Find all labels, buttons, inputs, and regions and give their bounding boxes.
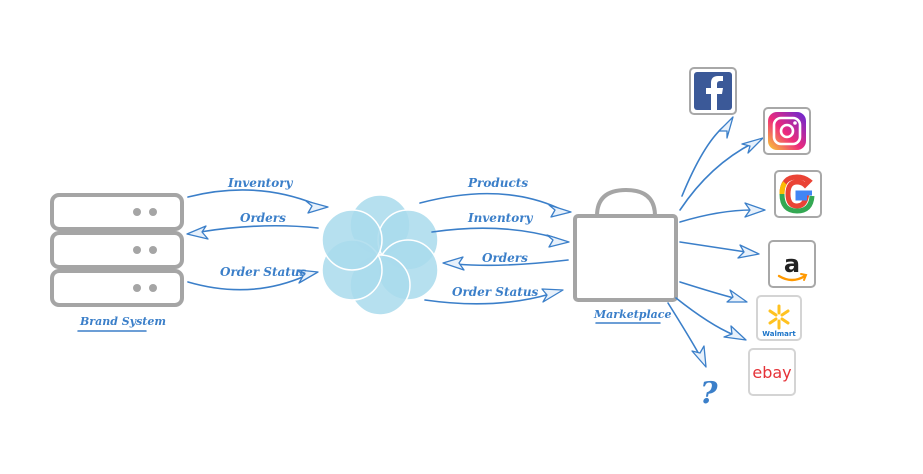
marketplace-bag-icon [573, 188, 678, 302]
facebook-icon [689, 67, 737, 115]
brand-order-status-arrow [187, 269, 319, 291]
ebay-wordmark: ebay [752, 363, 791, 382]
brand-orders-arrow [186, 224, 319, 240]
brand-order-status-label: Order Status [220, 265, 307, 279]
market-orders-arrow [442, 256, 569, 271]
brand-inventory-label: Inventory [227, 176, 294, 190]
amazon-icon: a [768, 240, 816, 288]
market-inventory-label: Inventory [467, 211, 534, 225]
hub-flower-icon [321, 194, 439, 316]
brand-inventory-arrow [187, 189, 329, 214]
walmart-icon: Walmart [756, 295, 802, 341]
market-products-label: Products [467, 176, 528, 190]
channel-arrows [667, 116, 766, 368]
market-orders-label: Orders [482, 251, 528, 265]
ebay-icon: ebay [748, 348, 796, 396]
market-products-arrow [419, 192, 572, 218]
marketplace-label: Marketplace [593, 308, 672, 321]
unknown-channel-mark: ? [700, 376, 718, 411]
svg-text:a: a [784, 250, 800, 278]
market-order-status-arrow [424, 288, 564, 305]
instagram-icon [763, 107, 811, 155]
market-order-status-label: Order Status [452, 285, 539, 299]
brand-system-server-icon [50, 193, 184, 307]
brand-system-label: Brand System [79, 315, 166, 328]
google-icon [774, 170, 822, 218]
brand-orders-label: Orders [240, 211, 286, 225]
walmart-wordmark: Walmart [762, 330, 796, 338]
market-inventory-arrow [431, 227, 570, 248]
